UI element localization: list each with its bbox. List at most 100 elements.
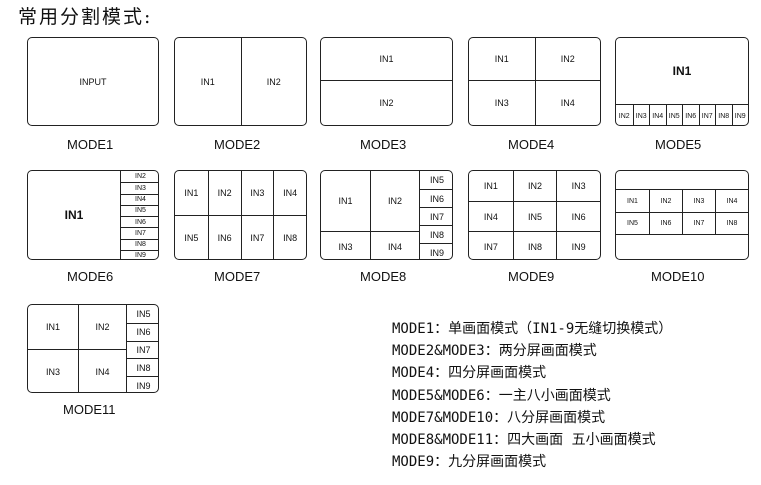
mode9-cell: IN5 bbox=[512, 201, 557, 231]
mode3-diagram: IN1 IN2 bbox=[320, 37, 453, 126]
mode7-cell: IN4 bbox=[273, 171, 306, 215]
mode3-cell: IN1 bbox=[379, 53, 394, 64]
mode9-cell: IN8 bbox=[512, 231, 557, 259]
mode7-diagram: IN1 IN2 IN3 IN4 IN5 IN6 IN7 IN8 bbox=[174, 170, 307, 260]
mode6-diagram: IN1 IN2 IN3 IN4 IN5 IN6 IN7 IN8 IN9 bbox=[27, 170, 159, 260]
mode2-cell: IN2 bbox=[240, 38, 307, 125]
mode-legend: MODE1：单画面模式（IN1-9无缝切换模式） MODE2&MODE3：两分屏… bbox=[392, 318, 672, 473]
mode11-small-cell: IN8 bbox=[126, 358, 158, 377]
mode10-cell: IN8 bbox=[715, 212, 748, 235]
mode7-cell: IN1 bbox=[184, 188, 199, 198]
mode6-small-cell: IN3 bbox=[120, 182, 158, 194]
mode10-cell: IN5 bbox=[616, 212, 649, 235]
mode11-large-cell: IN1 bbox=[45, 322, 60, 332]
mode11-small-cell: IN9 bbox=[126, 376, 158, 392]
mode7-cell: IN3 bbox=[240, 171, 274, 215]
legend-line: MODE7&MODE10：八分屏画面模式 bbox=[392, 409, 606, 426]
mode2-diagram: IN1 IN2 bbox=[174, 37, 307, 126]
mode8-large-cell: IN4 bbox=[370, 231, 419, 259]
mode9-cell: IN3 bbox=[556, 171, 600, 201]
mode8-large-cell: IN2 bbox=[370, 171, 419, 231]
mode8-small-cell: IN6 bbox=[419, 189, 452, 207]
mode5-main-cell: IN1 bbox=[672, 64, 692, 78]
mode10-cell: IN7 bbox=[682, 212, 715, 235]
mode6-small-cell: IN6 bbox=[120, 216, 158, 228]
mode1-cell-input: INPUT bbox=[79, 76, 107, 87]
mode9-cell: IN9 bbox=[556, 231, 600, 259]
mode10-cell: IN3 bbox=[682, 189, 715, 212]
page-title: 常用分割模式: bbox=[18, 6, 153, 28]
mode5-label: MODE5 bbox=[655, 137, 702, 152]
mode8-small-cell: IN5 bbox=[419, 171, 452, 189]
mode5-small-cell: IN6 bbox=[682, 104, 699, 125]
mode8-small-cell: IN9 bbox=[419, 243, 452, 259]
mode6-label: MODE6 bbox=[67, 269, 114, 284]
mode5-small-cell: IN8 bbox=[715, 104, 732, 125]
legend-line: MODE1：单画面模式（IN1-9无缝切换模式） bbox=[392, 321, 673, 337]
mode9-cell: IN2 bbox=[512, 171, 557, 201]
mode2-cell: IN1 bbox=[200, 76, 215, 87]
mode10-cell: IN6 bbox=[649, 212, 682, 235]
mode7-cell: IN6 bbox=[207, 215, 241, 259]
mode8-label: MODE8 bbox=[360, 269, 407, 284]
mode10-empty-band bbox=[616, 171, 748, 189]
mode9-label: MODE9 bbox=[508, 269, 555, 284]
mode11-large-cell: IN3 bbox=[28, 349, 78, 392]
mode7-cell: IN7 bbox=[240, 215, 274, 259]
mode7-label: MODE7 bbox=[214, 269, 261, 284]
mode10-cell: IN2 bbox=[649, 189, 682, 212]
mode6-small-cell: IN8 bbox=[120, 238, 158, 250]
mode4-cell: IN1 bbox=[494, 53, 509, 64]
mode8-small-cell: IN7 bbox=[419, 207, 452, 225]
mode6-small-cell: IN4 bbox=[120, 193, 158, 205]
mode5-small-cell: IN2 bbox=[616, 104, 633, 125]
mode7-cell: IN2 bbox=[207, 171, 241, 215]
mode6-main-cell: IN1 bbox=[64, 208, 84, 222]
mode5-small-cell: IN9 bbox=[731, 104, 748, 125]
mode9-cell: IN4 bbox=[469, 201, 513, 231]
mode10-diagram: IN1 IN2 IN3 IN4 IN5 IN6 IN7 IN8 bbox=[615, 170, 749, 260]
mode4-diagram: IN1 IN2 IN3 IN4 bbox=[468, 37, 601, 126]
mode8-diagram: IN1 IN2 IN3 IN4 IN5 IN6 IN7 IN8 IN9 bbox=[320, 170, 453, 260]
mode11-small-cell: IN6 bbox=[126, 322, 158, 341]
mode4-cell: IN2 bbox=[534, 38, 601, 80]
mode3-label: MODE3 bbox=[360, 137, 407, 152]
mode8-small-cell: IN8 bbox=[419, 225, 452, 243]
mode4-cell: IN4 bbox=[534, 79, 600, 125]
mode2-label: MODE2 bbox=[214, 137, 261, 152]
mode10-label: MODE10 bbox=[651, 269, 705, 284]
legend-line: MODE5&MODE6：一主八小画面模式 bbox=[392, 387, 611, 404]
mode11-label: MODE11 bbox=[63, 402, 116, 417]
mode7-cell: IN5 bbox=[175, 215, 208, 259]
legend-line: MODE2&MODE3：两分屏画面模式 bbox=[392, 343, 597, 360]
mode8-large-cell: IN3 bbox=[321, 231, 370, 259]
mode1-label: MODE1 bbox=[67, 137, 114, 152]
mode10-cell: IN4 bbox=[715, 189, 748, 212]
legend-line: MODE8&MODE11：四大画面 五小画面模式 bbox=[392, 432, 656, 449]
mode9-diagram: IN1 IN2 IN3 IN4 IN5 IN6 IN7 IN8 IN9 bbox=[468, 170, 601, 260]
mode5-small-cell: IN7 bbox=[698, 104, 715, 125]
mode8-large-cell: IN1 bbox=[338, 196, 353, 206]
mode3-cell: IN2 bbox=[321, 79, 452, 125]
mode11-small-cell: IN5 bbox=[126, 305, 158, 323]
mode7-cell: IN8 bbox=[273, 215, 306, 259]
mode9-cell: IN1 bbox=[483, 181, 498, 191]
mode5-diagram: IN1 IN2 IN3 IN4 IN5 IN6 IN7 IN8 IN9 bbox=[615, 37, 749, 126]
mode11-large-cell: IN4 bbox=[78, 349, 126, 392]
mode6-small-cell: IN5 bbox=[120, 204, 158, 216]
mode11-large-cell: IN2 bbox=[78, 305, 126, 349]
mode1-diagram: INPUT bbox=[27, 37, 159, 126]
mode6-small-cell: IN9 bbox=[120, 249, 158, 259]
mode4-cell: IN3 bbox=[469, 79, 535, 125]
legend-line: MODE9：九分屏画面模式 bbox=[392, 454, 547, 471]
legend-line: MODE4：四分屏画面模式 bbox=[392, 365, 547, 382]
mode10-cell: IN1 bbox=[616, 189, 649, 212]
mode4-label: MODE4 bbox=[508, 137, 555, 152]
mode9-cell: IN6 bbox=[556, 201, 600, 231]
mode9-cell: IN7 bbox=[469, 231, 513, 259]
mode11-small-cell: IN7 bbox=[126, 340, 158, 359]
mode5-small-cell: IN3 bbox=[632, 104, 649, 125]
mode5-small-cell: IN4 bbox=[649, 104, 666, 125]
mode5-small-cell: IN5 bbox=[665, 104, 682, 125]
mode11-diagram: IN1 IN2 IN3 IN4 IN5 IN6 IN7 IN8 IN9 bbox=[27, 304, 159, 393]
